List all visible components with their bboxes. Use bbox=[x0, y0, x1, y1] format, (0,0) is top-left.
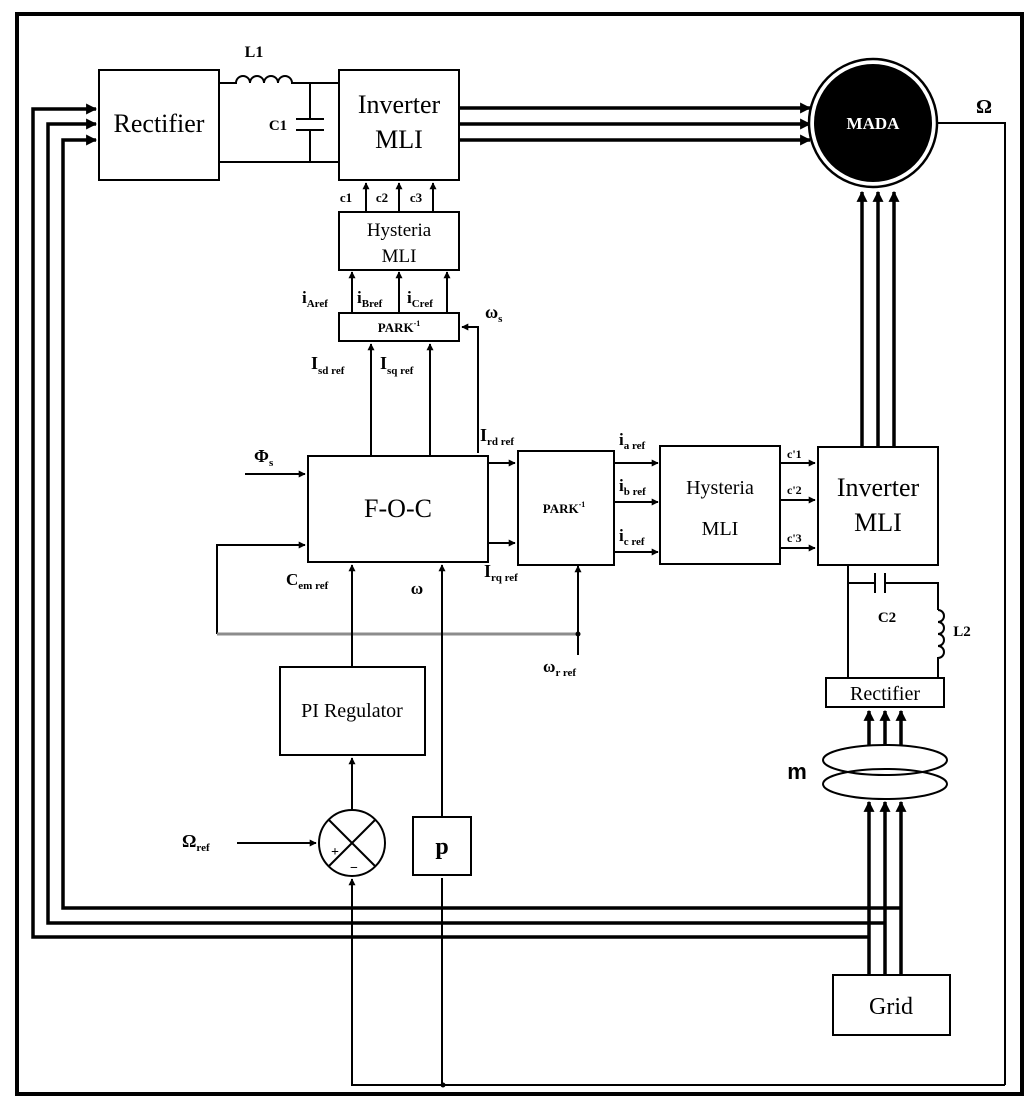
l2-inductor bbox=[937, 609, 945, 678]
cem-ref-label: Cem ref bbox=[286, 570, 329, 592]
c2-signal-label: c2 bbox=[376, 190, 388, 205]
inverter-top-label-2: MLI bbox=[375, 125, 423, 154]
phi-s-label: Φs bbox=[254, 446, 274, 469]
p-label: p bbox=[435, 834, 448, 860]
cp1-label: c'1 bbox=[787, 447, 802, 461]
ia-ref-label: iAref bbox=[302, 288, 328, 310]
pi-regulator-label: PI Regulator bbox=[301, 700, 403, 722]
irq-ref-label: Irq ref bbox=[484, 561, 518, 584]
mada-label: MADA bbox=[847, 114, 901, 133]
inverter-right-label-1: Inverter bbox=[837, 473, 920, 502]
omega-label: ω bbox=[411, 579, 423, 598]
inverter-top-block bbox=[338, 69, 460, 181]
hysteria-top-label-2: MLI bbox=[382, 246, 417, 267]
ird-ref-label: Ird ref bbox=[480, 425, 514, 448]
transformer-winding-1 bbox=[822, 744, 948, 776]
park-inverse-top-block bbox=[338, 312, 460, 342]
c1-signal-label: c1 bbox=[340, 190, 352, 205]
ia-r-label: ia ref bbox=[619, 430, 646, 452]
cp3-label: c'3 bbox=[787, 531, 802, 545]
cp2-label: c'2 bbox=[787, 483, 802, 497]
hysteria-right-label-2: MLI bbox=[702, 518, 739, 540]
hysteria-top-label-1: Hysteria bbox=[367, 220, 432, 241]
transformer-winding-2 bbox=[822, 768, 948, 800]
inverter-top-label-1: Inverter bbox=[358, 90, 441, 119]
omega-ref-label: Ωref bbox=[182, 831, 210, 854]
omega-output-label: Ω bbox=[976, 96, 992, 118]
inverter-right-block bbox=[817, 446, 939, 566]
ib-r-label: ib ref bbox=[619, 476, 646, 498]
l1-inductor bbox=[219, 75, 339, 84]
hysteria-top-block bbox=[338, 211, 460, 271]
foc-label: F-O-C bbox=[364, 494, 432, 523]
c3-signal-label: c3 bbox=[410, 190, 423, 205]
ic-ref-label: iCref bbox=[407, 288, 433, 310]
c1-label: C1 bbox=[269, 118, 287, 134]
park-inverse-mid-block bbox=[517, 450, 615, 566]
rectifier-top-block bbox=[98, 69, 220, 181]
c2-label: C2 bbox=[878, 610, 896, 626]
isq-ref-label: Isq ref bbox=[380, 353, 414, 377]
l2-label: L2 bbox=[953, 624, 971, 640]
l1-label: L1 bbox=[245, 44, 264, 61]
minus-sign: − bbox=[350, 861, 358, 876]
ib-ref-label: iBref bbox=[357, 288, 383, 310]
c2-capacitor bbox=[847, 565, 939, 678]
pi-regulator-block bbox=[279, 666, 426, 756]
outer-frame bbox=[15, 12, 1024, 1096]
c1-capacitor bbox=[219, 83, 339, 163]
hysteria-right-block bbox=[659, 445, 781, 565]
park-mid-label: PARK-1 bbox=[543, 500, 586, 516]
rectifier-bottom-block bbox=[825, 677, 945, 708]
omega-s-label: ωs bbox=[485, 302, 503, 325]
p-block bbox=[412, 816, 472, 876]
omega-r-ref-label: ωr ref bbox=[543, 657, 576, 679]
plus-sign: + bbox=[331, 845, 339, 860]
foc-block bbox=[307, 455, 489, 563]
transformer-label: m bbox=[787, 759, 807, 784]
inverter-right-label-2: MLI bbox=[854, 508, 902, 537]
park-top-label: PARK-1 bbox=[378, 319, 421, 335]
hysteria-right-label-1: Hysteria bbox=[686, 477, 754, 499]
mada-machine bbox=[814, 64, 932, 182]
isd-ref-label: Isd ref bbox=[311, 353, 345, 377]
rectifier-top-label: Rectifier bbox=[114, 109, 205, 138]
grid-block bbox=[832, 974, 951, 1036]
rectifier-bottom-label: Rectifier bbox=[850, 683, 920, 705]
ic-r-label: ic ref bbox=[619, 526, 645, 548]
grid-label: Grid bbox=[869, 994, 913, 1020]
